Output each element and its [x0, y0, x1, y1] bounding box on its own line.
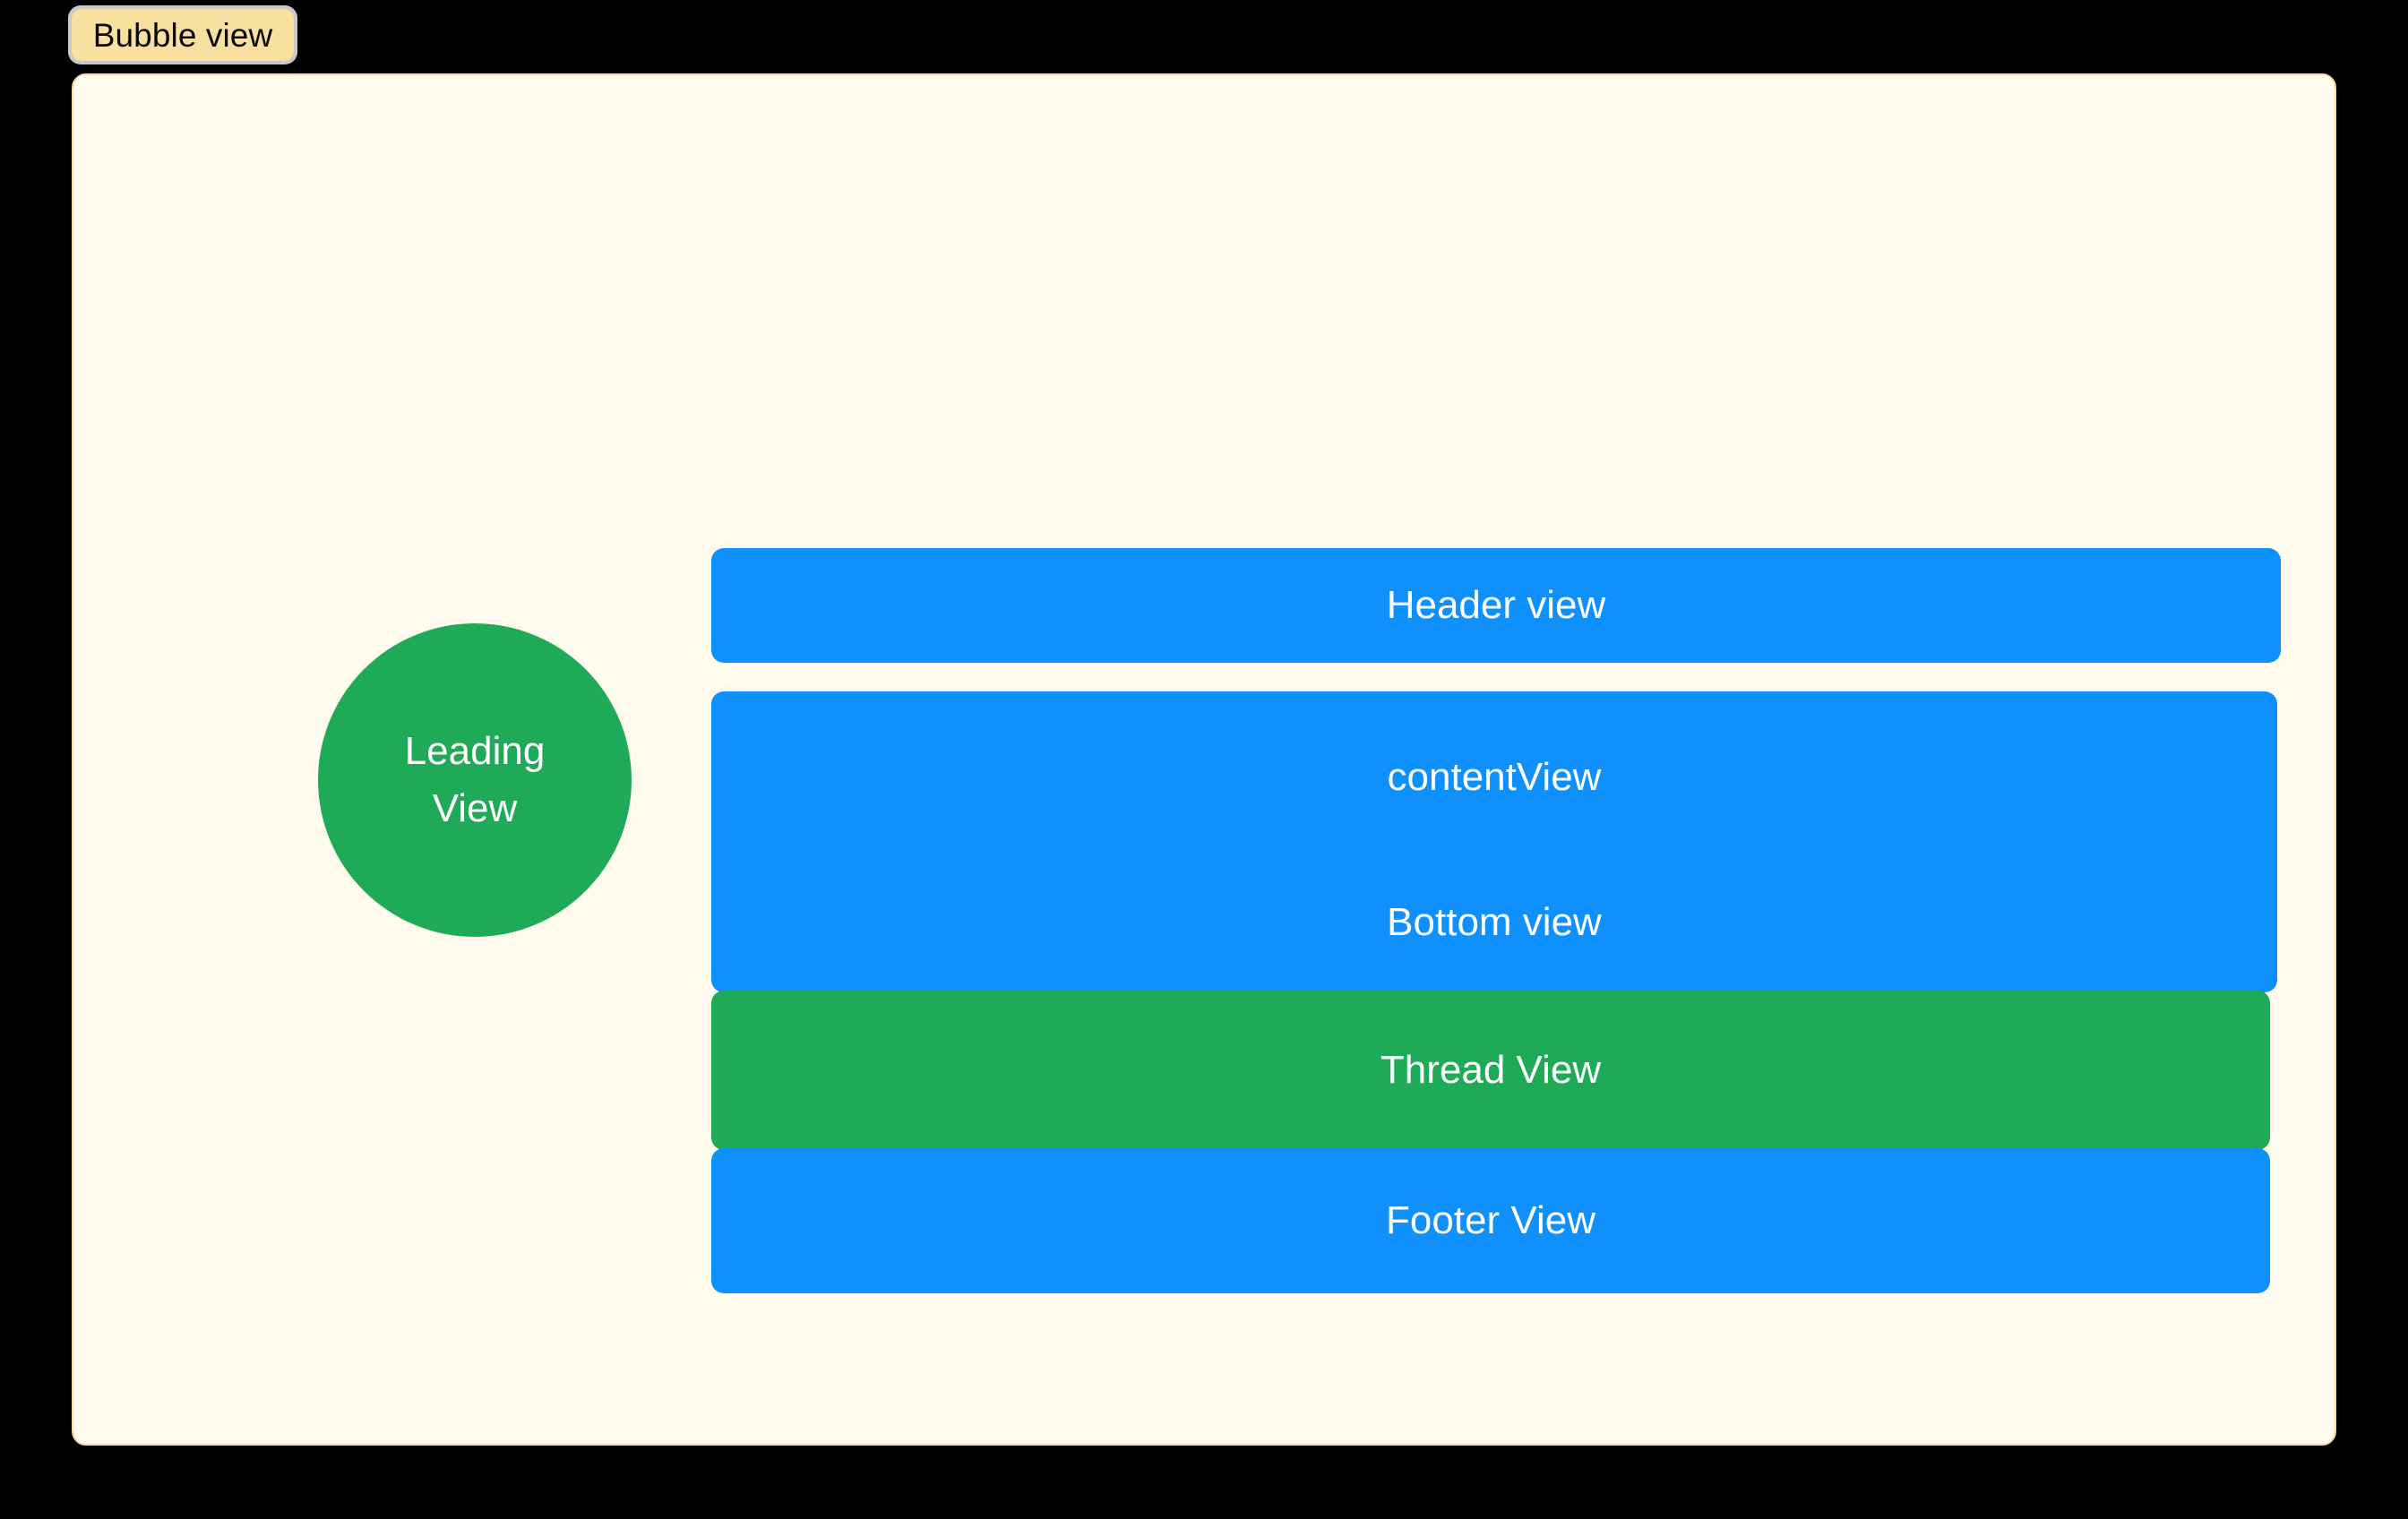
leading-view-circle[interactable]: Leading View: [318, 623, 632, 937]
content-view-label: contentView: [1387, 755, 1602, 799]
leading-view-label-line1: Leading: [404, 729, 546, 774]
bubble-view-badge[interactable]: Bubble view: [68, 5, 297, 64]
bottom-view-label: Bottom view: [1387, 900, 1602, 944]
header-view-label: Header view: [1386, 583, 1606, 627]
bubble-view-canvas: Leading View Header view contentView Bot…: [72, 73, 2336, 1446]
thread-view-label: Thread View: [1380, 1048, 1602, 1092]
bubble-view-badge-inner: Bubble view: [72, 9, 294, 61]
footer-view-label: Footer View: [1386, 1198, 1595, 1242]
footer-view-bar[interactable]: Footer View: [711, 1148, 2270, 1293]
leading-view-label-line2: View: [432, 786, 518, 830]
header-view-bar[interactable]: Header view: [711, 548, 2281, 663]
bubble-view-badge-label: Bubble view: [92, 16, 273, 54]
thread-view-bar[interactable]: Thread View: [711, 991, 2270, 1150]
content-view-bar[interactable]: contentView Bottom view: [711, 691, 2277, 992]
